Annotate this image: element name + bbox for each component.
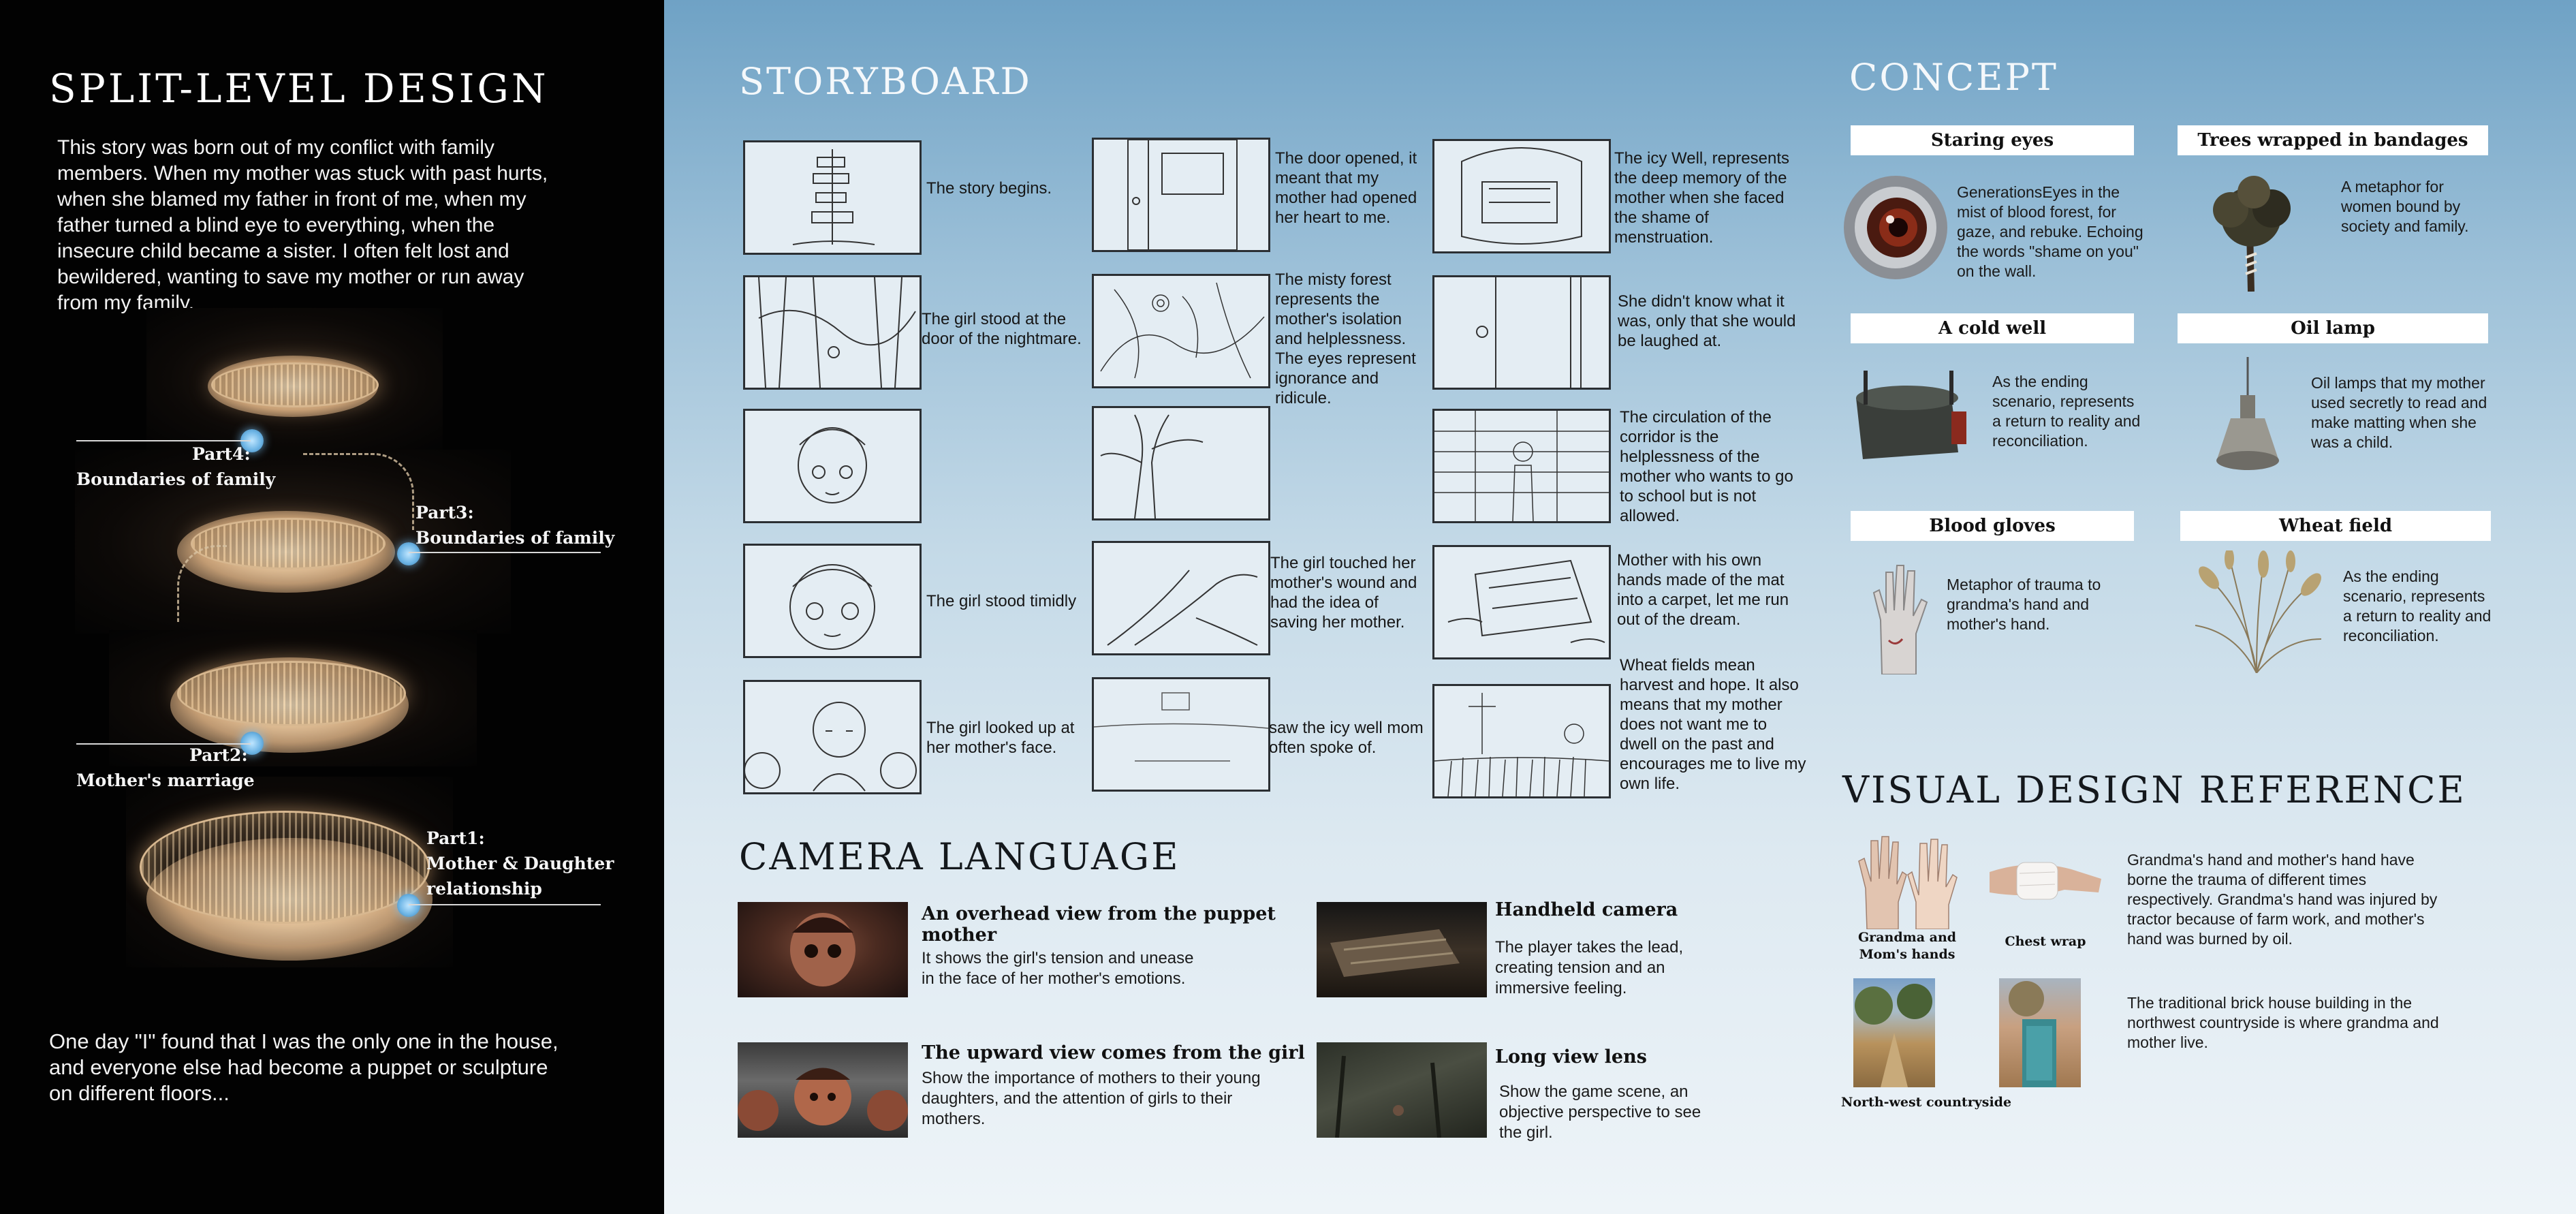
storyboard-panel-14 [1432, 545, 1611, 659]
storyboard-panel-4 [743, 544, 922, 658]
long-view-lens-image [1317, 1042, 1487, 1138]
part3-leader-line [409, 552, 601, 553]
split-level-intro: This story was born out of my conflict w… [57, 136, 548, 314]
storyboard-caption-10: saw the icy well mom often spoke of. [1269, 719, 1424, 757]
part1-marker-dot [397, 894, 420, 917]
part4-number: Part4: [192, 444, 251, 464]
storyboard-caption-2: The girl stood at the door of the nightm… [922, 310, 1082, 348]
storyboard-panel-2 [743, 275, 922, 390]
storyboard-panel-15 [1432, 684, 1611, 798]
storyboard-caption-7: The misty forest represents the mother's… [1275, 270, 1416, 407]
wheat-field-image [2188, 548, 2325, 674]
concept-text-blood-gloves: Metaphor of trauma to grandma's hand and… [1947, 576, 2101, 633]
concept-text-wheat-field: As the ending scenario, represents a ret… [2343, 567, 2492, 644]
storyboard-caption-6: The door opened, it meant that my mother… [1275, 149, 1417, 227]
concept-label-trees: Trees wrapped in bandages [2178, 125, 2488, 155]
model-level-3 [75, 450, 511, 634]
storyboard-caption-11: The icy Well, represents the deep memory… [1614, 149, 1789, 247]
storyboard-caption-13: The circulation of the corridor is the h… [1620, 408, 1793, 525]
concept-label-blood-gloves: Blood gloves [1851, 511, 2134, 541]
countryside-road-image [1853, 978, 1935, 1087]
storyboard-panel-10 [1092, 677, 1270, 792]
part3-number: Part3: [415, 503, 474, 523]
hands-description: Grandma's hand and mother's hand have bo… [2127, 851, 2438, 948]
part1-label: Part1: Mother & Daughter relationship [426, 826, 624, 901]
part3-marker-dot [397, 542, 420, 565]
bandaged-tree-image [2203, 169, 2299, 292]
part1-leader-line [409, 904, 601, 905]
concept-label-cold-well: A cold well [1851, 313, 2134, 343]
long-view-lens-heading: Long view lens [1495, 1046, 1647, 1068]
storyboard-caption-5: The girl looked up at her mother's face. [926, 719, 1075, 757]
countryside-caption: North-west countryside [1841, 1095, 2012, 1110]
staring-eye-image [1842, 174, 1949, 281]
storyboard-panel-7 [1092, 274, 1270, 388]
part3-label: Part3: Boundaries of family [415, 500, 620, 550]
split-level-outro: One day "I" found that I was the only on… [49, 1029, 559, 1105]
storyboard-title: STORYBOARD [739, 60, 1032, 103]
overhead-view-heading: An overhead view from the puppet mother [922, 903, 1276, 946]
part4-leader-line [76, 440, 251, 441]
part4-name: Boundaries of family [76, 469, 276, 489]
design-board-panel: STORYBOARD The story begins. The girl st… [664, 0, 2576, 1214]
storyboard-panel-12 [1432, 275, 1611, 390]
handheld-camera-heading: Handheld camera [1495, 899, 1678, 920]
chest-wrap-caption: Chest wrap [2005, 934, 2086, 949]
blood-glove-image [1868, 559, 1930, 675]
part1-name-line2: relationship [426, 879, 542, 899]
storyboard-caption-14: Mother with his own hands made of the ma… [1617, 551, 1789, 629]
part1-number: Part1: [426, 828, 485, 848]
part4-label: Part4: Boundaries of family [76, 441, 294, 492]
storyboard-caption-4: The girl stood timidly [926, 592, 1077, 610]
split-level-panel: SPLIT-LEVEL DESIGN This story was born o… [0, 0, 664, 1214]
concept-title: CONCEPT [1849, 56, 2058, 99]
part1-name: Mother & Daughter [426, 854, 614, 873]
storyboard-panel-9 [1092, 541, 1270, 655]
part2-leader-line [76, 743, 251, 745]
concept-text-trees: A metaphor for women bound by society an… [2341, 178, 2469, 235]
concept-label-oil-lamp: Oil lamp [2178, 313, 2488, 343]
model-level-2 [109, 630, 477, 766]
storyboard-panel-1 [743, 140, 922, 255]
storyboard-panel-11 [1432, 139, 1611, 253]
concept-text-staring-eyes: GenerationsEyes in the mist of blood for… [1957, 183, 2143, 280]
storyboard-caption-9: The girl touched her mother's wound and … [1270, 554, 1417, 632]
visual-reference-title: VISUAL DESIGN REFERENCE [1842, 768, 2466, 811]
storyboard-caption-12: She didn't know what it was, only that s… [1618, 292, 1796, 350]
countryside-description: The traditional brick house building in … [2127, 994, 2439, 1051]
handheld-camera-text: The player takes the lead, creating tens… [1495, 938, 1684, 997]
upward-view-text: Show the importance of mothers to their … [922, 1069, 1261, 1128]
cold-well-image [1849, 364, 1972, 466]
model-level-1 [126, 777, 453, 967]
concept-text-oil-lamp: Oil lamps that my mother used secretly t… [2311, 374, 2487, 451]
oil-lamp-image [2210, 357, 2285, 477]
split-level-title: SPLIT-LEVEL DESIGN [49, 65, 549, 112]
overhead-view-text: It shows the girl's tension and unease i… [922, 949, 1194, 988]
chest-wrap-image [1990, 852, 2101, 920]
upward-view-image [738, 1042, 908, 1138]
part2-name: Mother's marriage [76, 771, 255, 790]
overhead-view-image [738, 902, 908, 997]
part2-number: Part2: [189, 745, 248, 765]
storyboard-caption-1: The story begins. [926, 179, 1052, 198]
camera-language-title: CAMERA LANGUAGE [739, 835, 1180, 878]
part2-label: Part2: Mother's marriage [76, 743, 281, 793]
storyboard-panel-8 [1092, 406, 1270, 520]
long-view-lens-text: Show the game scene, an objective perspe… [1499, 1083, 1701, 1142]
model-level-4 [146, 308, 443, 451]
part3-name: Boundaries of family [415, 528, 615, 548]
concept-label-staring-eyes: Staring eyes [1851, 125, 2134, 155]
storyboard-panel-5 [743, 680, 922, 794]
upward-view-heading: The upward view comes from the girl [922, 1042, 1305, 1063]
storyboard-panel-3 [743, 409, 922, 523]
storyboard-caption-15: Wheat fields mean harvest and hope. It a… [1620, 656, 1806, 793]
hands-image [1853, 834, 1962, 930]
countryside-door-image [1999, 978, 2081, 1087]
concept-label-wheat-field: Wheat field [2180, 511, 2491, 541]
storyboard-panel-6 [1092, 138, 1270, 252]
storyboard-panel-13 [1432, 409, 1611, 523]
hands-caption: Grandma and Mom's hands [1857, 930, 1957, 962]
concept-text-cold-well: As the ending scenario, represents a ret… [1992, 373, 2141, 450]
handheld-camera-image [1317, 902, 1487, 997]
